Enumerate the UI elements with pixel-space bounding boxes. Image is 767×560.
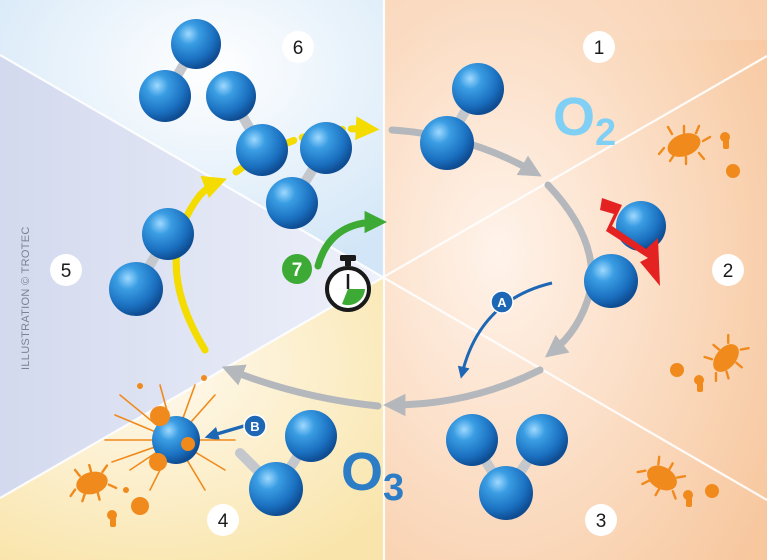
step-badge-2: 2 xyxy=(712,254,744,286)
svg-text:6: 6 xyxy=(293,38,304,59)
step-badge-6: 6 xyxy=(282,31,314,63)
bacteria-icon xyxy=(670,363,684,377)
svg-text:4: 4 xyxy=(218,511,229,532)
step-badge-1: 1 xyxy=(583,31,615,63)
timer-badge: 7 xyxy=(282,254,312,284)
bacteria-icon xyxy=(69,463,118,503)
step-badge-3: 3 xyxy=(585,504,617,536)
timer-arrow xyxy=(314,210,387,270)
molecules xyxy=(109,19,666,520)
illustration-credit: ILLUSTRATION © TROTEC xyxy=(20,226,32,370)
marker-b-arrow xyxy=(204,424,245,441)
explosion-icon xyxy=(104,375,236,493)
o3-molecule-sector-4 xyxy=(235,410,337,516)
svg-text:5: 5 xyxy=(61,261,72,282)
bacteria-icon xyxy=(107,510,117,527)
marker-b: B xyxy=(243,414,267,438)
bacteria-icon xyxy=(636,455,687,500)
o3-molecule-sector-3 xyxy=(446,414,568,520)
o2-molecule-sector-1 xyxy=(420,63,504,170)
bacteria-icon xyxy=(683,490,693,507)
svg-text:B: B xyxy=(250,419,259,434)
bacteria-icon xyxy=(705,484,719,498)
svg-text:7: 7 xyxy=(292,260,303,281)
marker-a-arrow xyxy=(457,281,553,379)
bacteria-icon xyxy=(694,375,704,392)
bacteria-icon xyxy=(703,333,750,383)
step-badge-4: 4 xyxy=(207,504,239,536)
svg-text:2: 2 xyxy=(723,261,734,282)
svg-text:1: 1 xyxy=(594,38,605,59)
formula-o3: O3 xyxy=(341,442,404,509)
svg-text:3: 3 xyxy=(596,511,607,532)
stopwatch-icon xyxy=(325,255,371,312)
bacteria-group xyxy=(69,124,750,527)
bacteria-icon xyxy=(720,132,730,149)
o2-molecule-sector-5 xyxy=(109,208,194,316)
bacteria-icon xyxy=(726,164,740,178)
step-badges: 1 2 3 4 5 6 xyxy=(50,31,744,536)
cycle-arrow-bottom xyxy=(383,366,544,417)
o2-molecules-sector-6 xyxy=(139,19,352,229)
svg-text:A: A xyxy=(497,295,507,310)
step-badge-5: 5 xyxy=(50,254,82,286)
bacteria-icon xyxy=(657,124,712,166)
regen-arrow-lower xyxy=(172,175,227,354)
cycle-arrow-left xyxy=(221,364,382,410)
bacteria-icon xyxy=(131,497,149,515)
formula-o2: O2 xyxy=(553,87,616,154)
marker-a: A xyxy=(490,290,514,314)
lightning-icon xyxy=(600,198,660,286)
